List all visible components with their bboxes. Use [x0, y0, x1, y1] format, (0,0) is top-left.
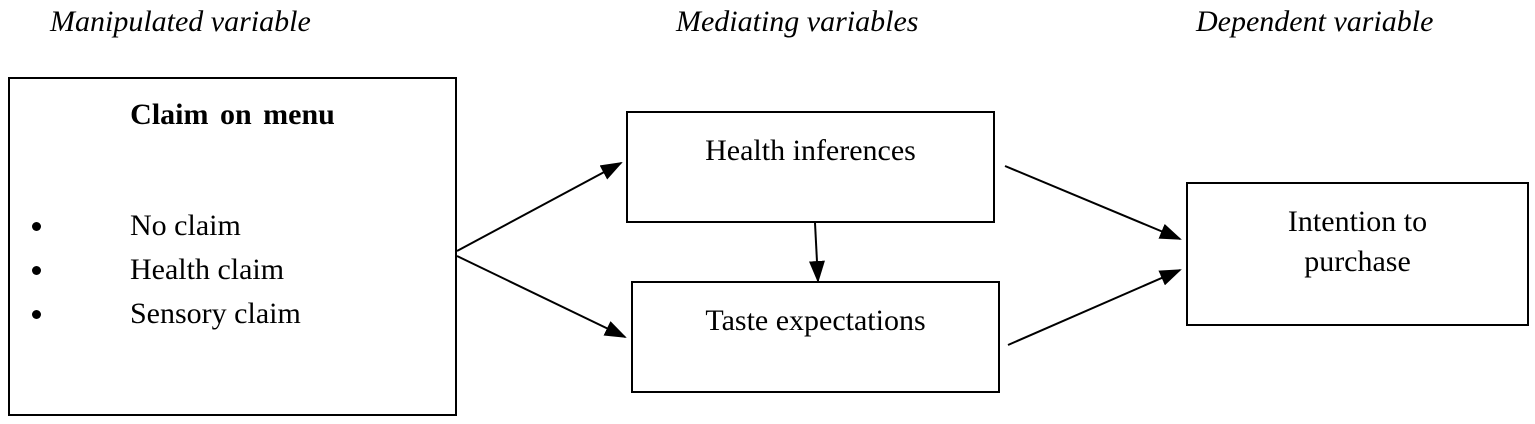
claim-on-menu-title: Claim on menu [130, 98, 335, 131]
bullet-icon [32, 266, 41, 275]
arrow-health-to-intention [1004, 165, 1182, 240]
claim-item-label: No claim [130, 209, 241, 242]
arrow-claim-to-health [456, 162, 623, 252]
heading-mediating-variables: Mediating variables [676, 5, 919, 38]
taste-expectations-box: Taste expectations [631, 281, 1000, 393]
arrow-claim-to-taste [456, 255, 627, 338]
taste-expectations-title: Taste expectations [705, 304, 926, 337]
health-inferences-box: Health inferences [626, 111, 995, 223]
arrow-health-to-taste [808, 222, 825, 283]
claim-item-label: Health claim [130, 253, 285, 286]
health-inferences-title: Health inferences [705, 134, 916, 167]
bullet-icon [32, 310, 41, 319]
bullet-icon [32, 222, 41, 231]
intention-to-purchase-box: Intention to purchase [1186, 182, 1529, 326]
intention-to-purchase-title: Intention to purchase [1287, 205, 1428, 278]
heading-manipulated-variable: Manipulated variable [50, 5, 311, 38]
claim-on-menu-box: Claim on menu No claim Health claim Sens… [8, 77, 457, 416]
heading-dependent-variable: Dependent variable [1196, 5, 1434, 38]
claim-item-label: Sensory claim [130, 297, 301, 330]
arrow-taste-to-intention [1007, 269, 1182, 346]
